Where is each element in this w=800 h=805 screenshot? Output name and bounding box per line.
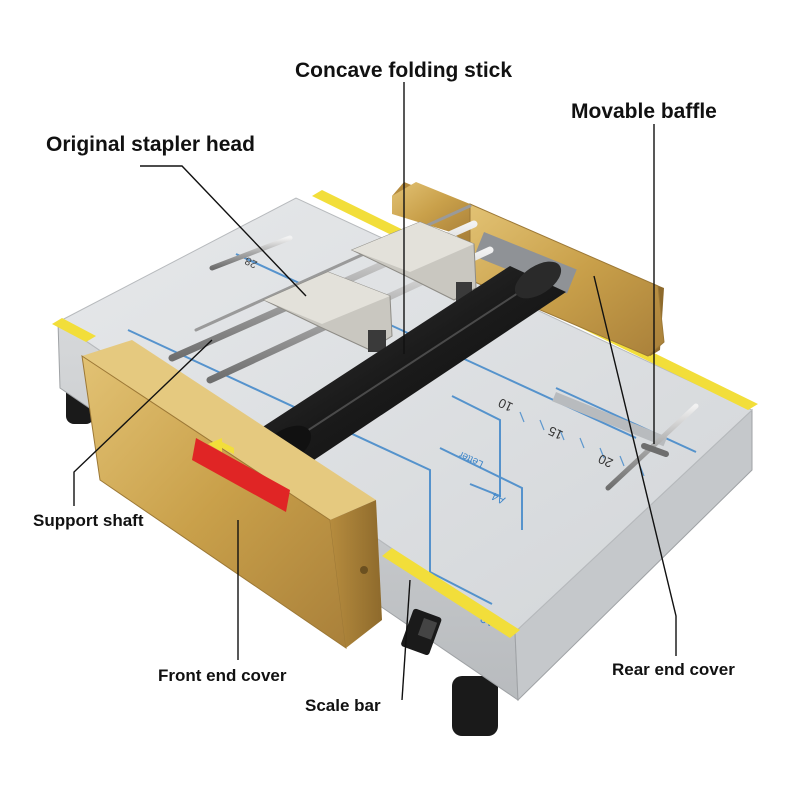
label-movable-baffle: Movable baffle [571,100,717,123]
left-guide-rod [209,235,293,271]
scale-strip-front [382,548,520,638]
stapler-top [352,222,474,272]
scale-ticks [519,411,645,477]
guide-a4 [451,395,501,498]
tick [519,411,525,423]
mark-15: 15 [546,423,565,443]
front-cover-top [82,340,376,520]
tick [559,429,565,441]
leader-rear-end-cover [593,275,677,656]
front-end-cover [81,340,382,650]
guide-cross [555,387,697,453]
foot-front [452,676,498,736]
baffle-crossbar [641,443,669,457]
mark-10: 10 [496,395,515,415]
mark-a4: A4 [490,490,507,507]
tick [619,455,625,467]
front-cover-side [330,500,382,648]
warning-arrow-icon [208,438,234,454]
warning-label [192,438,290,512]
stapler-top [264,272,390,324]
roller-groove [283,279,539,447]
power-switch [417,618,438,640]
label-scale-bar: Scale bar [305,696,381,715]
roller-end-rear [514,261,562,299]
mark-28: 28 [243,254,259,270]
front-cover-screw [360,566,368,574]
stapler-head-rear [350,221,477,302]
tick [539,419,545,431]
leader-original-stapler-head [140,165,307,297]
stapler-head-front [262,271,393,352]
leader-scale-bar [401,579,411,701]
rear-cover-face [392,182,470,238]
stapler-tip [368,330,386,352]
label-rear-end-cover: Rear end cover [612,660,735,679]
leader-lines [73,82,677,701]
tick [579,437,585,449]
guide-letter [439,447,523,530]
baffle-slot [552,392,668,447]
tick [599,447,605,459]
label-support-shaft: Support shaft [33,511,144,530]
guide-a3 [127,329,493,605]
label-front-end-cover: Front end cover [158,666,287,685]
leader-support-shaft [73,339,213,506]
scale-strip-left [52,318,96,342]
label-concave-folding-stick: Concave folding stick [295,59,513,82]
mark-20: 20 [596,451,615,471]
movable-baffle [605,403,699,491]
label-original-stapler-head: Original stapler head [46,133,255,156]
